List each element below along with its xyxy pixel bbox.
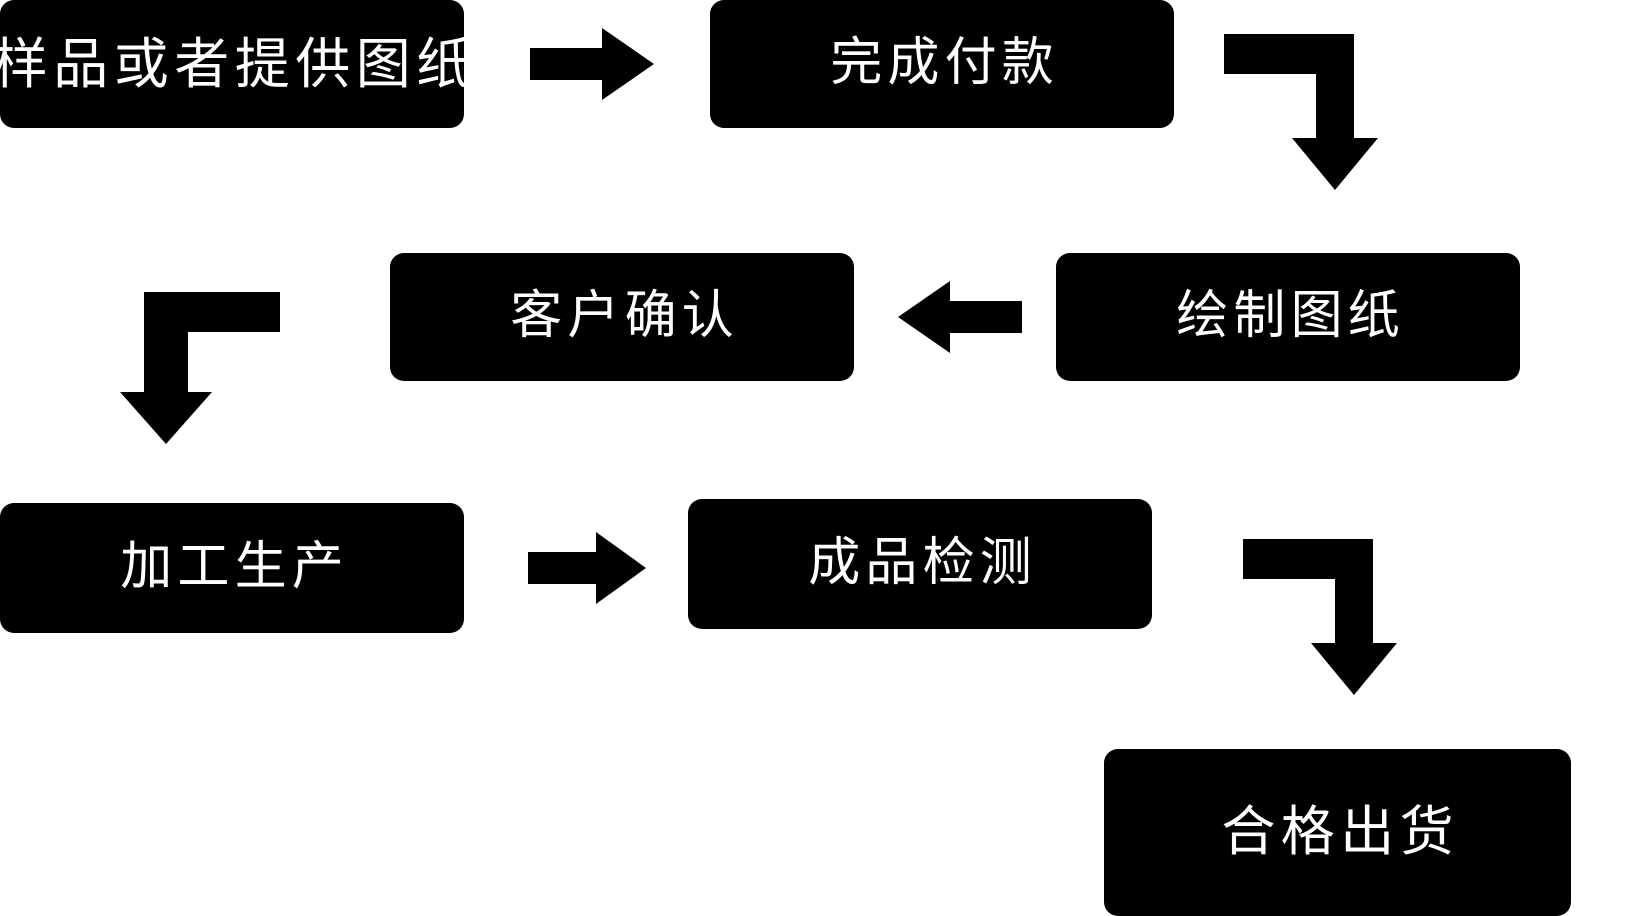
flow-node-label: 完成付款 xyxy=(830,34,1059,93)
flow-node-label: 客户确认 xyxy=(510,287,739,346)
flow-node-label: 加工生产 xyxy=(120,538,349,597)
flow-node-customer-confirm[interactable]: 客户确认 xyxy=(390,253,854,381)
flow-node-label: 成品检测 xyxy=(808,534,1037,593)
arrow-elbow-right-down-icon xyxy=(1224,34,1378,190)
flow-node-finished-product-inspection[interactable]: 成品检测 xyxy=(688,499,1152,629)
arrow-left-icon xyxy=(898,281,1022,353)
arrow-elbow-right-down-icon xyxy=(1243,539,1397,695)
flow-node-label: 合格出货 xyxy=(1221,801,1459,862)
flow-node-qualified-shipment[interactable]: 合格出货 xyxy=(1104,749,1571,916)
arrow-right-icon xyxy=(530,28,654,100)
flow-node-complete-payment[interactable]: 完成付款 xyxy=(710,0,1174,128)
arrow-elbow-left-down-icon xyxy=(110,292,280,444)
flow-node-sample-or-drawing[interactable]: 样品或者提供图纸 xyxy=(0,0,471,128)
flow-node-processing-production[interactable]: 加工生产 xyxy=(0,503,464,633)
flow-node-label: 样品或者提供图纸 xyxy=(0,32,477,95)
flow-node-label: 绘制图纸 xyxy=(1176,287,1405,346)
flow-node-draw-drawing[interactable]: 绘制图纸 xyxy=(1056,253,1520,381)
arrow-right-icon xyxy=(528,532,646,604)
